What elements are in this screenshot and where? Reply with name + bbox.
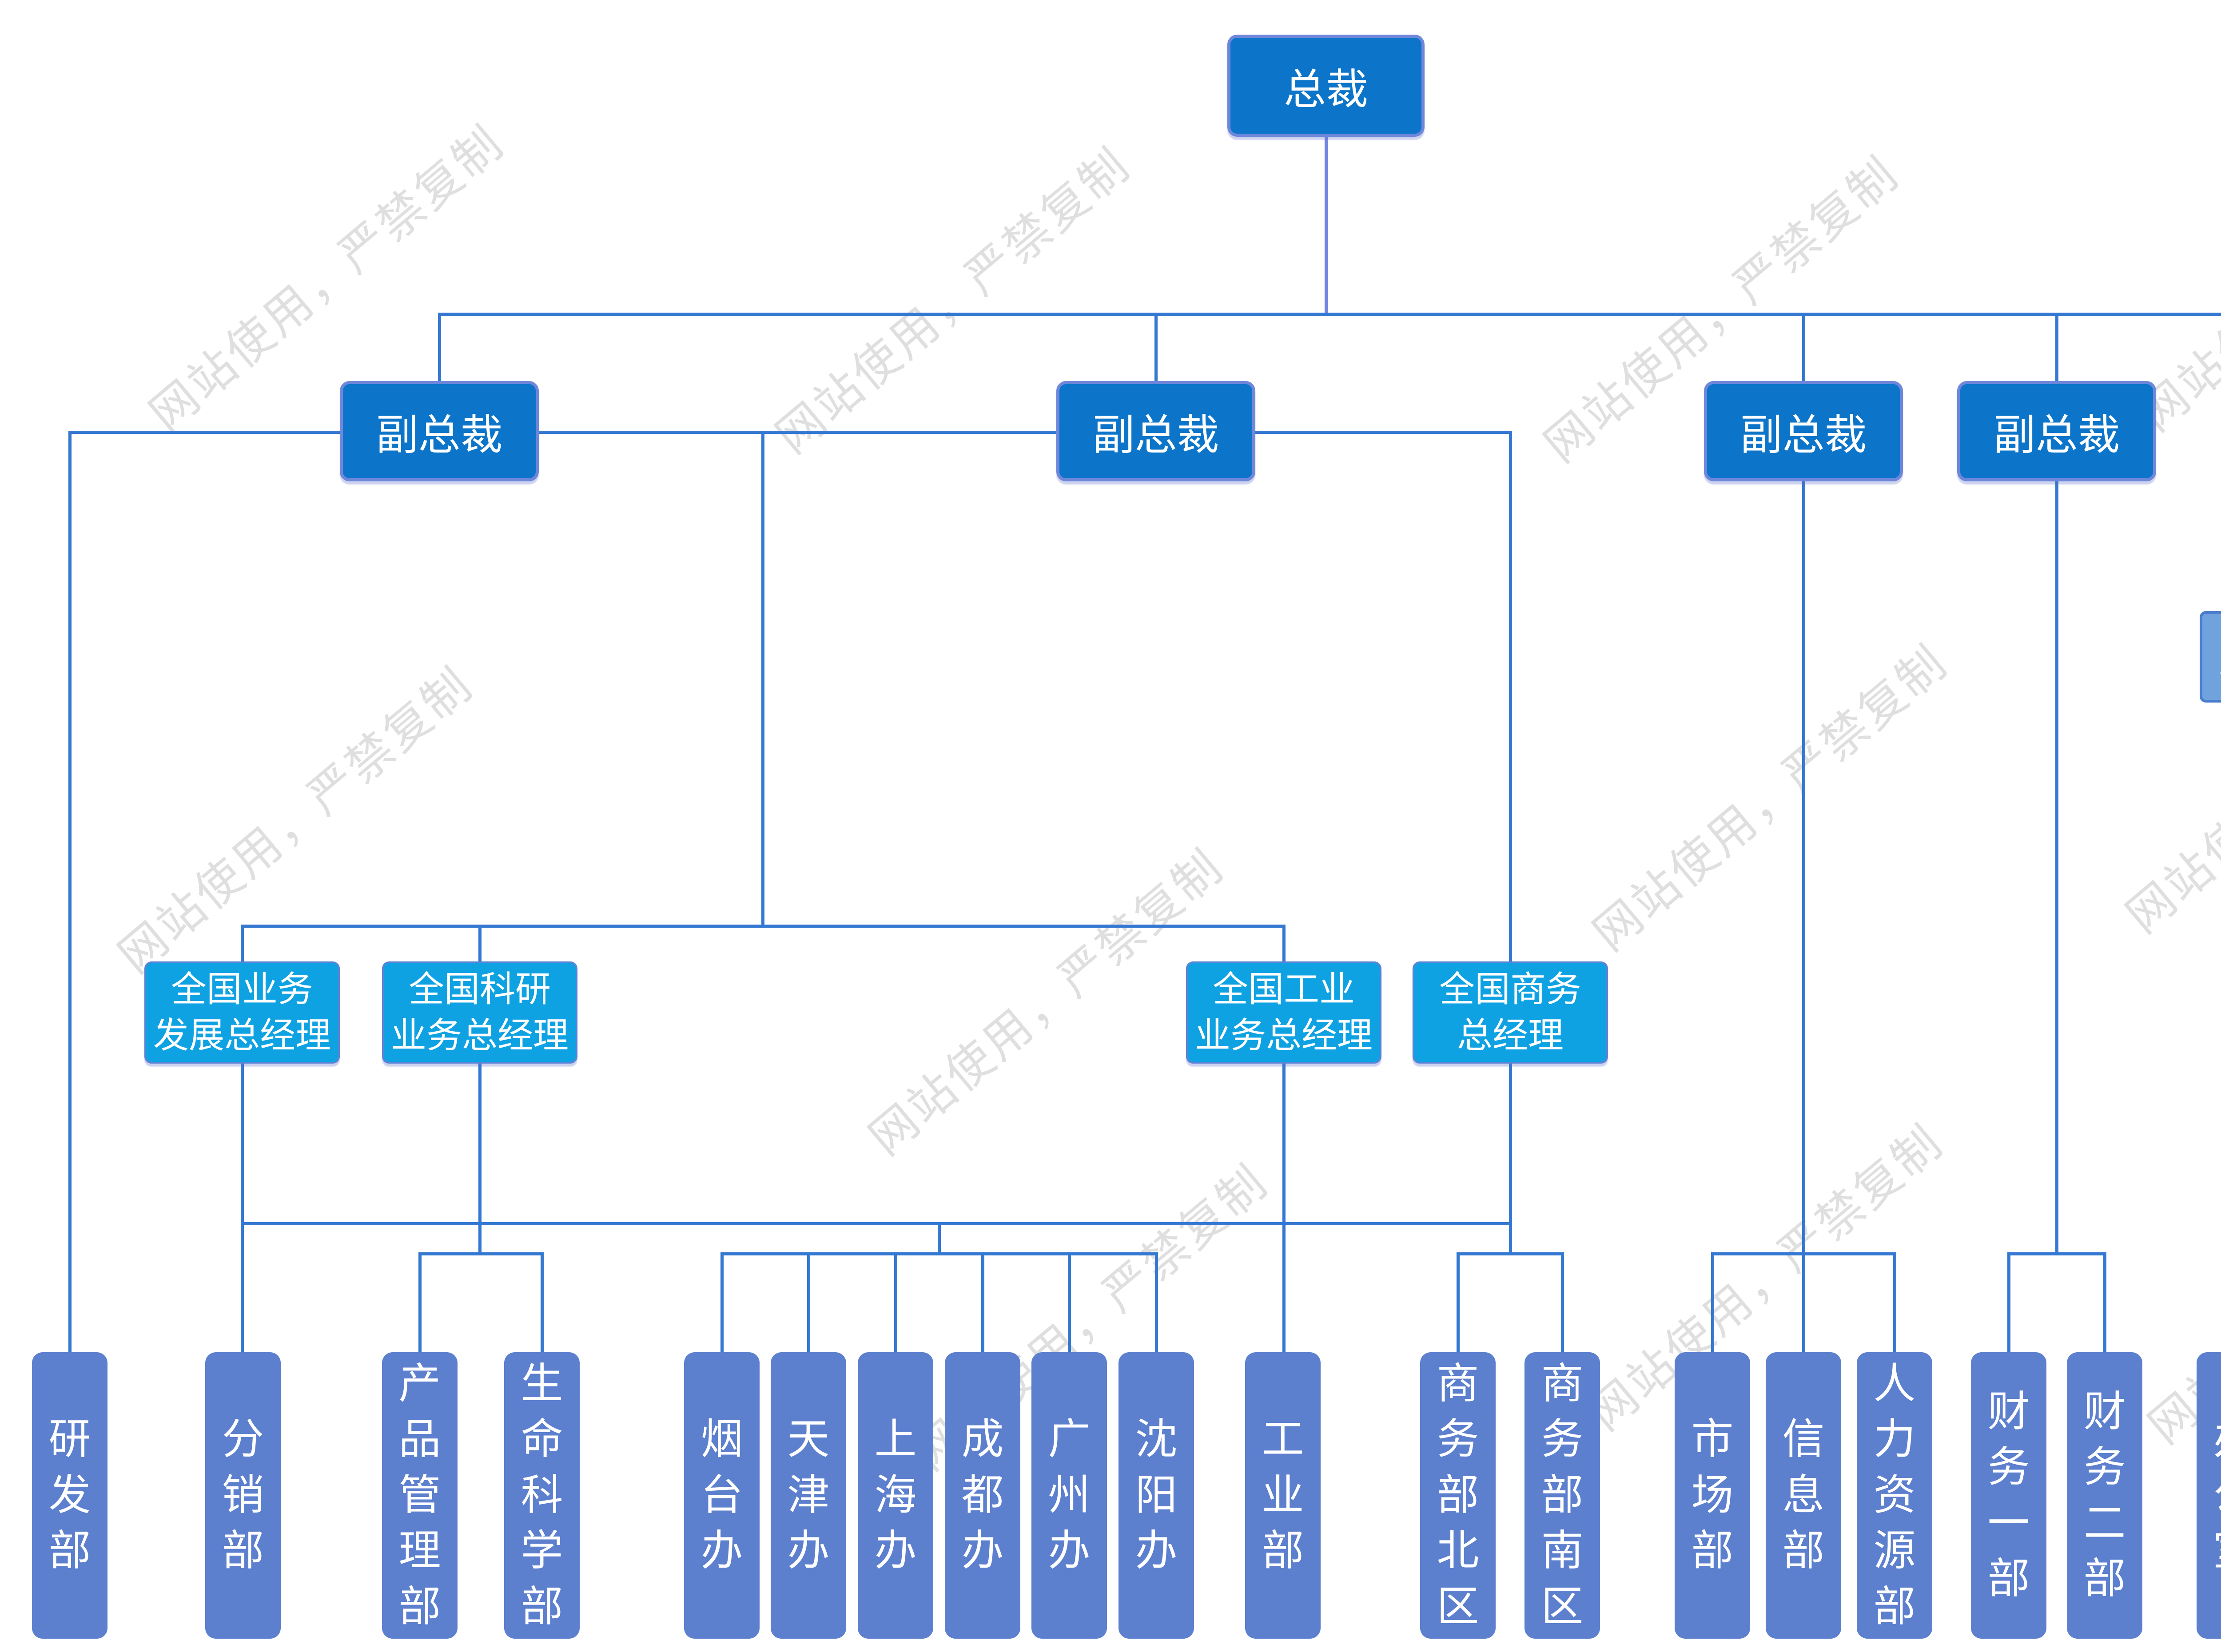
connector-line (894, 1254, 897, 1352)
connector-line (478, 1064, 482, 1254)
connector-line (1711, 1252, 1896, 1255)
node-office-shenyang[interactable]: 沈 阳 办 (1118, 1352, 1194, 1639)
node-dept-life-science[interactable]: 生 命 科 学 部 (504, 1352, 580, 1639)
connector-line (2055, 481, 2058, 1254)
connector-line (807, 1254, 810, 1352)
node-gm-national-business-development[interactable]: 全国业务 发展总经理 (144, 961, 340, 1064)
node-dept-industry[interactable]: 工 业 部 (1245, 1352, 1321, 1639)
node-office-yantai[interactable]: 烟 台 办 (684, 1352, 760, 1639)
connector-line (1711, 1254, 1714, 1352)
connector-line (720, 1254, 724, 1352)
node-dept-marketing[interactable]: 市 场 部 (1675, 1352, 1750, 1639)
connector-line (438, 314, 441, 381)
node-president[interactable]: 总裁 (1227, 35, 1425, 137)
connector-line (241, 925, 1286, 928)
node-dept-product-mgmt[interactable]: 产 品 管 理 部 (382, 1352, 458, 1639)
connector-line (1282, 1064, 1286, 1352)
connector-line (1325, 137, 1328, 314)
node-dept-general-office[interactable]: 办 公 室 (2197, 1352, 2221, 1639)
node-dept-finance-1[interactable]: 财 务 一 部 (1971, 1352, 2046, 1639)
connector-line (68, 431, 340, 434)
node-office-shanghai[interactable]: 上 海 办 (858, 1352, 933, 1639)
connector-line (418, 1252, 544, 1255)
connector-line (438, 313, 2221, 316)
node-office-chengdu[interactable]: 成 都 办 (945, 1352, 1020, 1639)
connector-line (1255, 431, 1512, 434)
connector-line (1802, 314, 1805, 381)
connector-line (68, 432, 72, 1352)
node-vice-president-2[interactable]: 副总裁 (1056, 381, 1255, 481)
connector-line (1561, 1254, 1564, 1352)
watermark-text: 网站使用，严禁复制 (860, 840, 1234, 1165)
connector-line (1893, 1254, 1896, 1352)
node-vice-president-4[interactable]: 副总裁 (1957, 381, 2156, 481)
connector-line (241, 1064, 244, 1352)
connector-line (2007, 1252, 2106, 1255)
connector-line (1457, 1254, 1460, 1352)
connector-line (1509, 1064, 1512, 1254)
connector-line (1509, 432, 1512, 961)
connector-line (938, 1223, 941, 1254)
connector-line (1282, 926, 1286, 961)
node-dept-distribution[interactable]: 分 销 部 (205, 1352, 281, 1639)
node-vice-president-1[interactable]: 副总裁 (340, 381, 539, 481)
connector-line (418, 1254, 422, 1352)
connector-line (541, 1254, 544, 1352)
connector-line (981, 1254, 984, 1352)
connector-line (2055, 314, 2058, 381)
node-dept-human-resources[interactable]: 人 力 资 源 部 (1857, 1352, 1932, 1639)
node-dept-finance-2[interactable]: 财 务 二 部 (2067, 1352, 2142, 1639)
connector-line (2103, 1254, 2106, 1352)
node-gm-national-research[interactable]: 全国科研 业务总经理 (382, 961, 577, 1064)
connector-line (1802, 481, 1805, 1352)
watermark-text: 网站使用，严禁复制 (109, 658, 483, 983)
connector-line (241, 926, 244, 961)
node-office-guangzhou[interactable]: 广 州 办 (1031, 1352, 1107, 1639)
connector-line (478, 926, 482, 961)
node-president-assistant[interactable]: 总裁助理 (2200, 611, 2221, 703)
node-gm-national-industry[interactable]: 全国工业 业务总经理 (1186, 961, 1381, 1064)
node-gm-national-commerce[interactable]: 全国商务 总经理 (1413, 961, 1608, 1064)
connector-line (1068, 1254, 1071, 1352)
node-dept-information[interactable]: 信 息 部 (1766, 1352, 1841, 1639)
connector-line (1154, 314, 1158, 381)
node-dept-commerce-north[interactable]: 商 务 部 北 区 (1420, 1352, 1496, 1639)
connector-line (539, 431, 1056, 434)
node-dept-commerce-south[interactable]: 商 务 部 南 区 (1524, 1352, 1600, 1639)
node-vice-president-3[interactable]: 副总裁 (1704, 381, 1903, 481)
connector-line (720, 1252, 1158, 1255)
node-office-tianjin[interactable]: 天 津 办 (771, 1352, 846, 1639)
connector-line (241, 1222, 1512, 1225)
watermark-text: 网站使用，严禁复制 (1584, 635, 1958, 961)
connector-line (2007, 1254, 2010, 1352)
connector-line (1457, 1252, 1564, 1255)
connector-line (761, 432, 764, 926)
node-dept-rnd[interactable]: 研 发 部 (32, 1352, 107, 1639)
connector-line (1155, 1254, 1158, 1352)
